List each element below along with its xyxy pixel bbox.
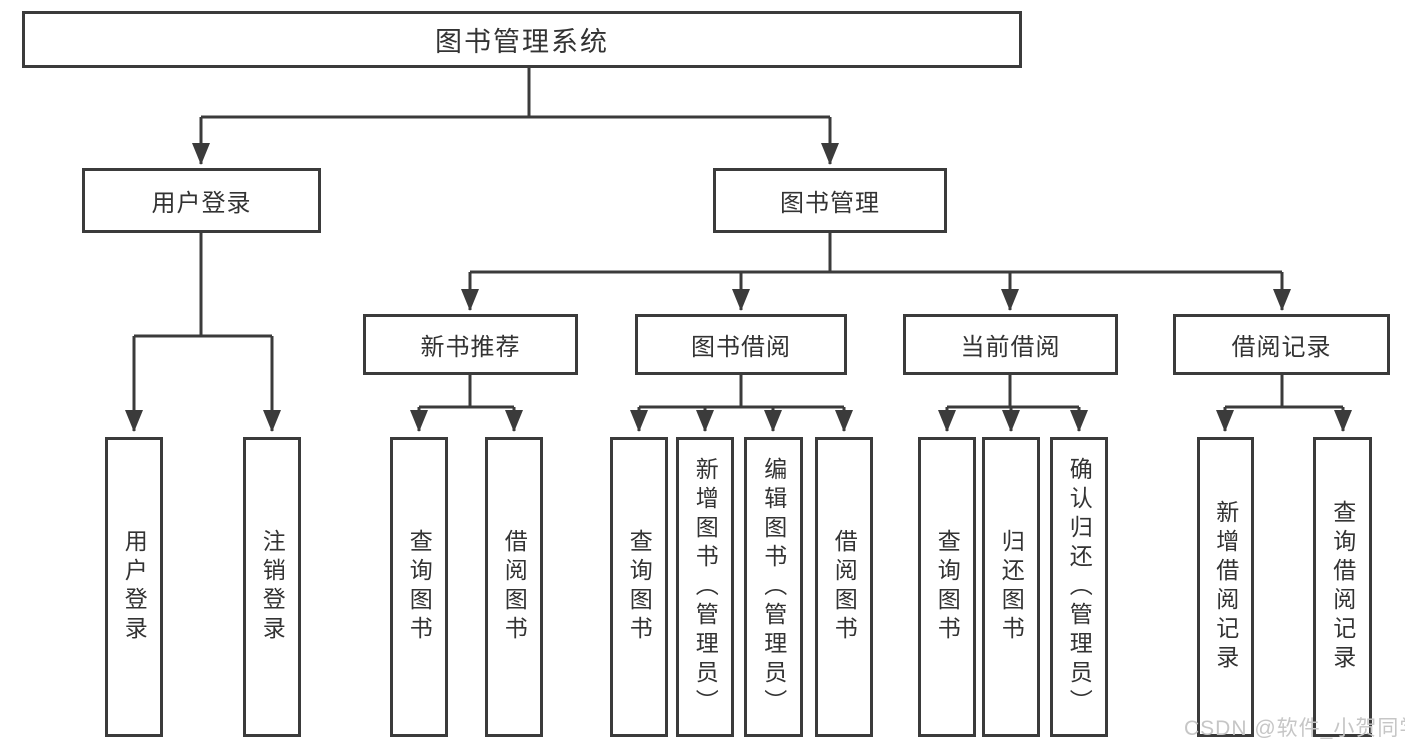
leaf-query-borrow-record: 查询借阅记录 — [1313, 437, 1372, 737]
leaf-user-login-label: 用户登录 — [121, 529, 148, 645]
node-current-borrowing: 当前借阅 — [903, 314, 1118, 375]
leaf-query-books-2-label: 查询图书 — [626, 529, 653, 645]
node-book-borrowing-label: 图书借阅 — [691, 334, 791, 361]
leaf-add-books-admin: 新增图书（管理员） — [676, 437, 734, 737]
leaf-query-books-2: 查询图书 — [610, 437, 668, 737]
leaf-return-books-label: 归还图书 — [998, 529, 1025, 645]
node-library-management-system: 图书管理系统 — [22, 11, 1022, 68]
leaf-query-books-3-label: 查询图书 — [934, 529, 961, 645]
leaf-borrow-books-2: 借阅图书 — [815, 437, 873, 737]
watermark-text: CSDN @软件_小贺同学 — [1184, 717, 1405, 740]
leaf-query-books-3: 查询图书 — [918, 437, 976, 737]
leaf-query-borrow-record-label: 查询借阅记录 — [1329, 500, 1356, 674]
leaf-add-borrow-record: 新增借阅记录 — [1197, 437, 1254, 737]
leaf-logout: 注销登录 — [243, 437, 301, 737]
leaf-edit-books-admin-label: 编辑图书（管理员） — [760, 456, 787, 718]
tree-connectors — [125, 68, 1352, 432]
node-user-login: 用户登录 — [82, 168, 321, 233]
leaf-borrow-books-2-label: 借阅图书 — [831, 529, 858, 645]
node-new-book-recommend: 新书推荐 — [363, 314, 578, 375]
leaf-borrow-books-1: 借阅图书 — [485, 437, 543, 737]
leaf-query-books-1: 查询图书 — [390, 437, 448, 737]
leaf-borrow-books-1-label: 借阅图书 — [501, 529, 528, 645]
node-user-login-label: 用户登录 — [151, 190, 252, 217]
leaf-add-borrow-record-label: 新增借阅记录 — [1212, 500, 1239, 674]
leaf-logout-label: 注销登录 — [259, 529, 286, 645]
node-library-management-system-label: 图书管理系统 — [435, 27, 609, 57]
leaf-return-books: 归还图书 — [982, 437, 1040, 737]
node-new-book-recommend-label: 新书推荐 — [420, 334, 521, 361]
leaf-add-books-admin-label: 新增图书（管理员） — [692, 456, 719, 718]
node-borrowing-records: 借阅记录 — [1173, 314, 1390, 375]
leaf-query-books-1-label: 查询图书 — [406, 529, 433, 645]
node-book-borrowing: 图书借阅 — [635, 314, 847, 375]
node-book-management-label: 图书管理 — [780, 190, 880, 217]
node-book-management: 图书管理 — [713, 168, 947, 233]
leaf-confirm-return-admin-label: 确认归还（管理员） — [1066, 456, 1093, 718]
node-borrowing-records-label: 借阅记录 — [1231, 334, 1332, 361]
node-current-borrowing-label: 当前借阅 — [960, 334, 1061, 361]
leaf-confirm-return-admin: 确认归还（管理员） — [1050, 437, 1108, 737]
leaf-edit-books-admin: 编辑图书（管理员） — [744, 437, 803, 737]
leaf-user-login: 用户登录 — [105, 437, 163, 737]
